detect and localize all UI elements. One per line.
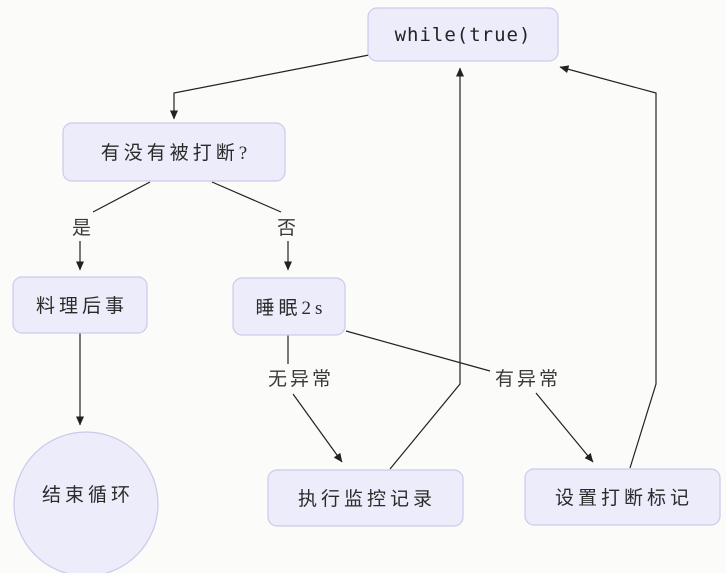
edge-flag-to-while — [559, 65, 657, 469]
edge-label-has-exception: 有异常 — [495, 368, 561, 390]
node-end-loop-label: 结束循环 — [42, 484, 134, 506]
node-cleanup: 料理后事 — [12, 276, 148, 334]
node-run-monitor-record-label: 执行监控记录 — [298, 488, 436, 510]
edge-label-yes: 是 — [72, 218, 94, 239]
edge-interrupted-to-sleep-upper — [211, 181, 282, 213]
edge-interrupted-to-cleanup-upper — [92, 181, 151, 213]
node-interrupted-check-label: 有没有被打断? — [101, 142, 251, 164]
node-set-interrupt-flag-box — [524, 468, 721, 526]
edge-label-no: 否 — [277, 218, 299, 239]
edge-while-to-interrupted — [170, 54, 370, 120]
edge-sleep-to-flag-lower — [535, 392, 594, 463]
node-while-loop: while(true) — [367, 7, 559, 62]
node-sleep-2s: 睡眠2s — [232, 277, 346, 336]
node-end-loop-circle — [13, 431, 159, 573]
node-interrupted-check: 有没有被打断? — [62, 122, 286, 182]
edge-label-no-exception: 无异常 — [268, 368, 334, 390]
node-while-loop-box — [367, 7, 559, 62]
node-run-monitor-record: 执行监控记录 — [267, 469, 464, 527]
node-cleanup-label: 料理后事 — [36, 295, 128, 317]
edge-sleep-to-monitor-lower — [292, 393, 343, 463]
edge-sleep-to-flag-upper — [345, 330, 491, 372]
node-end-loop: 结束循环 — [13, 431, 159, 573]
node-set-interrupt-flag: 设置打断标记 — [524, 468, 721, 526]
node-while-loop-label: while(true) — [395, 24, 532, 46]
edge-monitor-to-while — [389, 67, 464, 470]
node-sleep-2s-box — [232, 277, 346, 336]
node-interrupted-check-box — [62, 122, 286, 182]
node-cleanup-box — [12, 276, 148, 334]
node-sleep-2s-label: 睡眠2s — [256, 297, 327, 319]
node-set-interrupt-flag-label: 设置打断标记 — [555, 487, 693, 509]
node-run-monitor-record-box — [267, 469, 464, 527]
